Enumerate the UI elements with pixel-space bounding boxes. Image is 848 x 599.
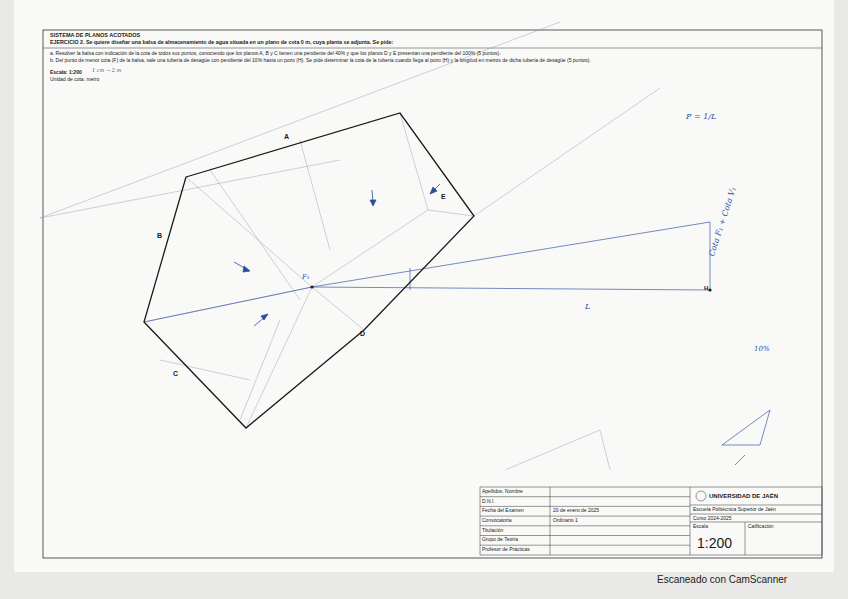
- statement: a. Resolver la balsa con indicación de l…: [50, 51, 501, 56]
- statement: b. Del punto de menor cota (F) de la bal…: [50, 58, 591, 63]
- paper-sheet: [14, 0, 834, 572]
- title-block-text: Escala: [693, 524, 708, 529]
- title-block-text: Ordinario 1: [553, 518, 578, 523]
- handwritten-note: L: [585, 303, 590, 311]
- unit-note: Unidad de cota: metro: [50, 77, 99, 82]
- title-block-text: Curso 2024-2025: [693, 516, 732, 521]
- scale-note: Escala: 1:200: [50, 70, 82, 75]
- title-block-text: Grupo de Teoría: [482, 537, 518, 542]
- plane-label: C: [173, 370, 178, 377]
- title-block-text: Convocatoria: [482, 518, 511, 523]
- title-block-text: 20 de enero de 2025: [553, 508, 599, 513]
- plane-label: B: [157, 232, 162, 239]
- handwritten-note: 10%: [754, 346, 770, 353]
- heading: SISTEMA DE PLANOS ACOTADOS: [50, 33, 140, 39]
- statement: EJERCICIO 2. Se quiere diseñar una balsa…: [50, 40, 393, 45]
- handwritten-note: P = 1/L: [686, 113, 716, 121]
- title-block-text: Titulación: [482, 528, 503, 533]
- point-label: H: [704, 285, 708, 291]
- title-block-text: Escuela Politécnica Superior de Jaén: [693, 507, 776, 512]
- plane-label: D: [360, 330, 365, 337]
- title-block-text: Fecha del Examen: [482, 508, 524, 513]
- title-block-text: Calificación: [748, 524, 774, 529]
- title-block-text: D.N.I.: [482, 499, 495, 504]
- title-block-text: Apellidos, Nombre: [482, 489, 523, 494]
- title-block-text: Escaneado con CamScanner: [657, 575, 787, 585]
- title-block-text: 1:200: [697, 536, 732, 550]
- plane-label: A: [284, 133, 289, 140]
- plane-label: E: [441, 193, 446, 200]
- title-block-text: UNIVERSIDAD DE JAÉN: [709, 493, 778, 499]
- title-block-text: Profesor de Prácticas: [482, 547, 530, 552]
- handwritten-note: F₁: [302, 274, 310, 281]
- handwritten-note: 1 cm → 2 m: [92, 68, 121, 73]
